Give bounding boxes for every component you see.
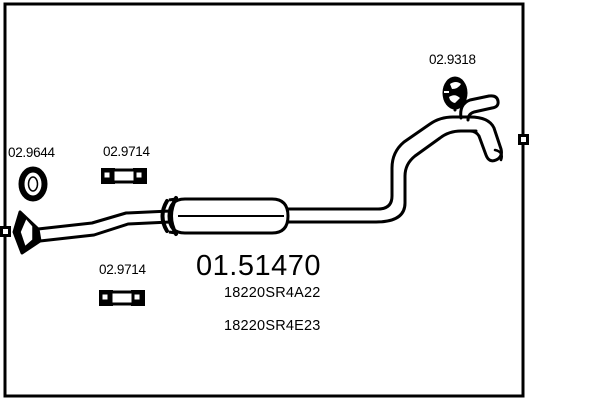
drawing-frame [3, 2, 525, 398]
component-ref-rubber-mount: 02.9318 [429, 52, 476, 67]
pipe-clamp-icon-upper [101, 168, 147, 184]
rubber-hanger-icon [442, 76, 468, 110]
part-number: 01.51470 [196, 250, 321, 282]
pipe-clamp-icon-lower [99, 290, 145, 306]
component-ref-clamp-upper: 02.9714 [103, 144, 150, 159]
front-flange [12, 210, 42, 255]
inlet-clamp-collar [160, 196, 178, 236]
frame-tick-right [518, 134, 529, 145]
outlet-pipe [288, 207, 378, 224]
oe-reference-2: 18220SR4E23 [224, 318, 321, 334]
s-bend-riser [374, 115, 478, 224]
frame-tick-left [0, 226, 11, 237]
component-ref-gasket: 02.9644 [8, 145, 55, 160]
front-pipe [36, 209, 172, 243]
ring-gasket-icon [18, 166, 48, 202]
component-ref-clamp-lower: 02.9714 [99, 262, 146, 277]
muffler-body [167, 197, 290, 235]
tailpipe [468, 115, 503, 163]
oe-reference-1: 18220SR4A22 [224, 285, 321, 301]
